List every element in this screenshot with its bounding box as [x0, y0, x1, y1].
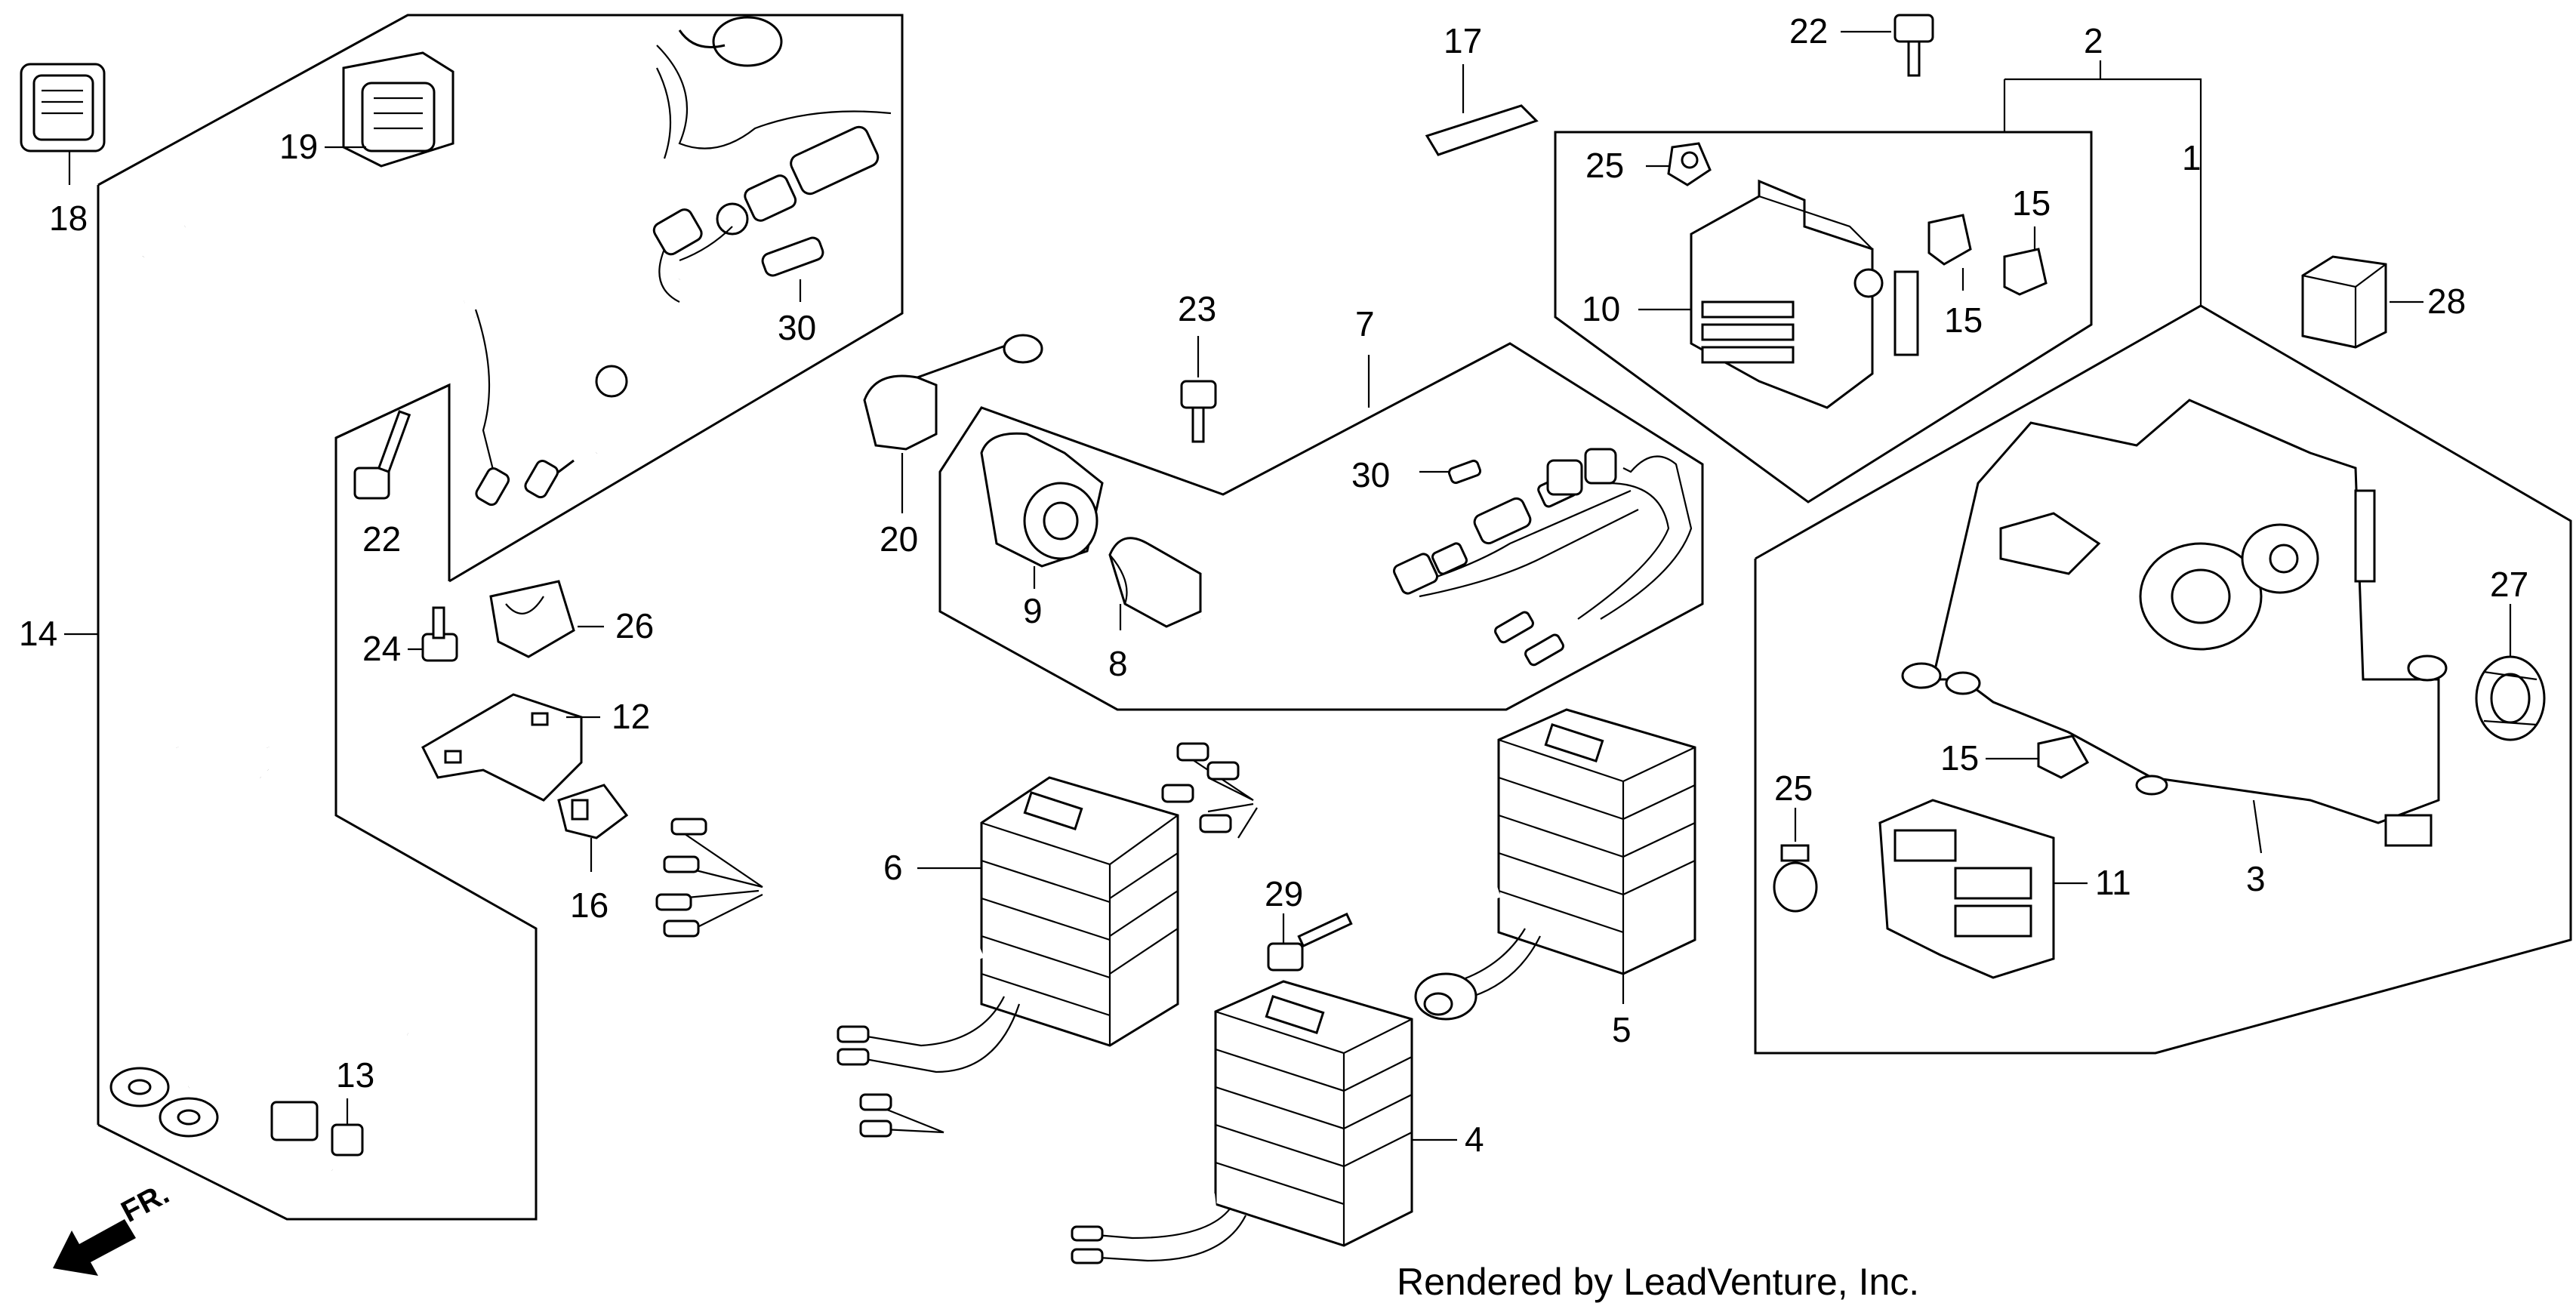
label-15-a: 15 [2012, 183, 2051, 223]
label-8: 8 [1108, 644, 1128, 683]
part-29-bolt [1267, 912, 1353, 972]
label-24: 24 [362, 629, 401, 668]
upper-harness-wires [474, 16, 892, 507]
harness-7-outline [938, 342, 1704, 711]
part-8-socket-cover [1108, 537, 1202, 630]
part-16-clip [557, 784, 629, 872]
label-25-lower: 25 [1774, 768, 1813, 808]
mount-group-outline [335, 383, 451, 581]
part-9-socket [980, 432, 1104, 589]
label-5: 5 [1612, 1010, 1632, 1049]
label-17: 17 [1444, 21, 1482, 60]
label-29: 29 [1265, 874, 1303, 913]
part-17-fuse [1425, 64, 1539, 156]
part-18-grommet [20, 63, 106, 185]
part-15-clip-group2-a [1927, 214, 1972, 291]
part-25-clip-lower [1773, 808, 1818, 913]
part-4-regulator [859, 980, 1457, 1264]
part-10-relay-box [1638, 179, 1919, 409]
part-20-cap [863, 334, 1043, 513]
part-22-bolt-top [1841, 14, 1934, 77]
part-14-battery-cable [64, 208, 628, 1138]
label-15-c: 15 [1940, 738, 1979, 778]
part-15-clip-group1 [1986, 735, 2090, 779]
label-18: 18 [49, 199, 88, 238]
label-28: 28 [2427, 282, 2466, 321]
leader-1 [2004, 78, 2202, 306]
label-2: 2 [2084, 21, 2103, 60]
label-22-left: 22 [362, 519, 401, 559]
label-30-upper: 30 [778, 308, 816, 347]
label-7: 7 [1355, 304, 1375, 343]
group-2-outline [1554, 131, 2093, 504]
label-23: 23 [1178, 289, 1216, 328]
label-12: 12 [612, 697, 650, 736]
harness-group-outline [97, 14, 904, 583]
label-13: 13 [336, 1055, 374, 1095]
part-22-bolt-left [353, 410, 411, 500]
label-27: 27 [2490, 565, 2528, 604]
part-3-control-box [1901, 399, 2448, 854]
part-11-connector [1878, 799, 2088, 979]
label-15-b: 15 [1944, 300, 1983, 340]
part-28-switch [2301, 255, 2423, 349]
label-6: 6 [883, 848, 903, 887]
label-10: 10 [1582, 289, 1620, 328]
part-19-grommet [325, 51, 454, 168]
label-25-upper: 25 [1585, 146, 1624, 185]
label-20: 20 [880, 519, 918, 559]
part-25-clip-upper [1646, 142, 1712, 186]
label-22-top: 22 [1789, 11, 1828, 51]
front-direction-arrow: FR. [53, 1177, 174, 1276]
part-24-bolt [408, 606, 458, 662]
label-9: 9 [1023, 591, 1043, 630]
label-11: 11 [2095, 863, 2131, 902]
label-14: 14 [19, 614, 57, 653]
part-15-clip-group2-b [2003, 226, 2048, 296]
label-16: 16 [570, 886, 609, 925]
part-5-regulator [1161, 708, 1696, 1021]
part-27-grommet [2475, 604, 2546, 741]
label-3: 3 [2246, 859, 2266, 898]
label-1: 1 [2182, 138, 2202, 177]
credit-text: Rendered by LeadVenture, Inc. [1397, 1261, 1919, 1303]
part-12-bracket [421, 693, 600, 802]
label-19: 19 [279, 127, 318, 166]
part-26-clip [489, 580, 604, 658]
part-6-regulator [655, 776, 1179, 1073]
part-13-band [270, 1030, 476, 1187]
label-26: 26 [615, 606, 654, 645]
part-7-harness-wires [1197, 355, 1693, 667]
part-23-bolt [1180, 336, 1217, 443]
label-30-middle: 30 [1351, 455, 1390, 494]
label-4: 4 [1465, 1120, 1484, 1159]
